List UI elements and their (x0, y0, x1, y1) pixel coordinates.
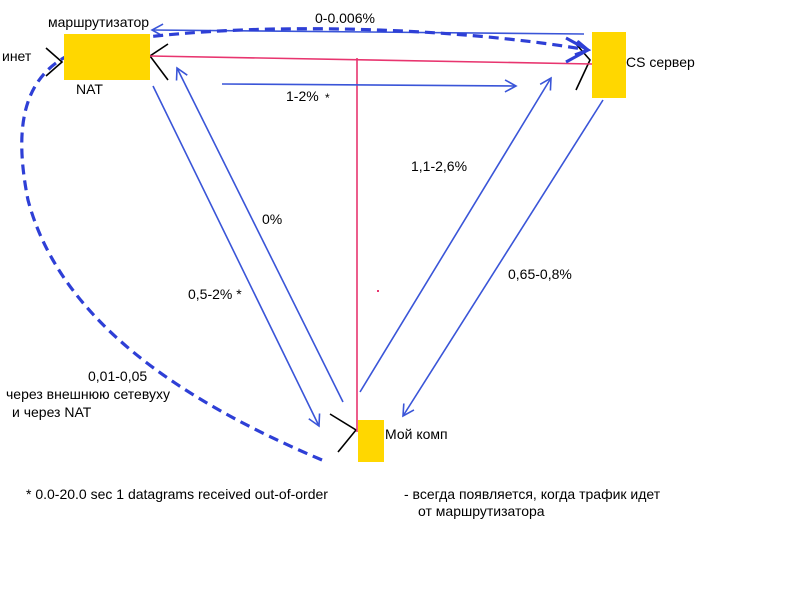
remark-line-1: - всегда появляется, когда трафик идет (404, 486, 661, 502)
label-cs-pc-down: 0,65-0,8% (508, 266, 572, 282)
router-label: маршрутизатор (48, 14, 150, 30)
dashed-label-line-3: и через NAT (12, 404, 92, 420)
dashed-arrow-head-extra (565, 36, 592, 64)
my-pc-node (358, 420, 384, 462)
cs-server-label: CS сервер (626, 54, 695, 70)
arrow-cs-to-pc (402, 99, 604, 418)
label-router-cs-bottom: 1-2% (286, 88, 319, 104)
dashed-label-line-2: через внешнюю сетевуху (6, 386, 170, 402)
arrow-router-to-cs (221, 79, 518, 93)
footnote: * 0.0-20.0 sec 1 datagrams received out-… (26, 486, 328, 502)
arrow-pc-to-cs (359, 76, 552, 393)
label-router-pc-down: 0,5-2% * (188, 286, 242, 302)
cs-server-node (592, 32, 626, 98)
arrow-pc-to-router (175, 66, 344, 403)
label-router-cs-top: 0-0.006% (315, 10, 375, 26)
arrow-router-to-pc (152, 85, 321, 428)
label-pc-router-up: 0% (262, 211, 283, 227)
router-left-connector (45, 47, 64, 77)
pc-left-connector (329, 413, 358, 453)
dashed-label-line-1: 0,01-0,05 (88, 368, 148, 384)
remark-line-2: от маршрутизатора (418, 503, 545, 519)
router-cs-link (149, 55, 593, 65)
label-router-cs-bottom-star: * (325, 91, 330, 105)
router-node (64, 34, 150, 80)
router-right-connector (148, 43, 169, 81)
my-pc-label: Мой комп (385, 426, 448, 442)
internet-label: инет (2, 48, 32, 64)
dashed-external-path (20, 27, 588, 462)
label-pc-cs-up: 1,1-2,6% (411, 158, 468, 174)
nat-label: NAT (76, 81, 103, 97)
stray-dot (377, 290, 379, 292)
